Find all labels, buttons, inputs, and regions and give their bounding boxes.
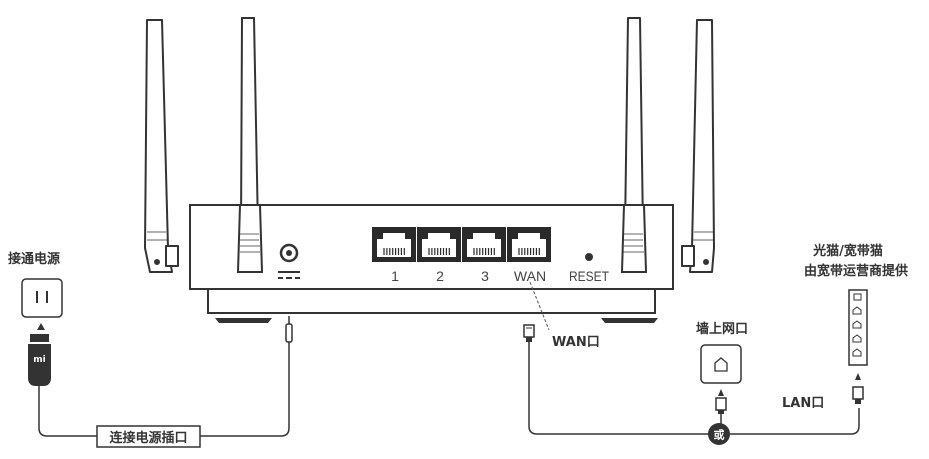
antenna-screw-right	[703, 259, 709, 265]
modem-icon	[848, 289, 868, 366]
ethernet-ports	[372, 227, 551, 262]
modem-label-line2: 由宽带运营商提供	[804, 263, 908, 279]
or-badge: 或	[708, 423, 730, 445]
arrow-up-icon	[37, 323, 45, 330]
wan-cable	[528, 342, 860, 435]
port-label-2: 2	[436, 268, 444, 284]
ethernet-plug-icon-modem	[852, 386, 864, 404]
adapter-logo: mi	[33, 355, 45, 365]
power-cable	[38, 342, 290, 437]
power-plug-icon	[285, 316, 293, 343]
ethernet-port-2[interactable]	[417, 227, 461, 262]
ethernet-port-3[interactable]	[462, 227, 506, 262]
port-label-reset: RESET	[569, 268, 609, 284]
antenna-hinge-left	[165, 245, 179, 267]
router-foot-right	[601, 318, 658, 323]
port-label-wan: WAN	[514, 268, 546, 284]
or-label: 或	[714, 428, 725, 442]
power-label: 接通电源	[8, 251, 60, 267]
modem-label-line1: 光猫/宽带猫	[812, 243, 883, 259]
reset-hole-icon[interactable]	[585, 253, 593, 261]
port-label-3: 3	[481, 268, 489, 284]
power-port-label-box	[96, 425, 201, 448]
wall-outlet-icon	[700, 344, 742, 384]
power-outlet-icon	[21, 278, 63, 318]
ethernet-port-wan[interactable]	[507, 227, 551, 262]
wan-port-label: WAN口	[552, 335, 600, 350]
router-foot-left	[215, 318, 272, 323]
dc-symbol-icon	[278, 271, 300, 279]
home-icon	[714, 357, 728, 372]
power-port-label: 连接电源插口	[109, 430, 187, 446]
router-base	[207, 288, 656, 314]
antenna-right-outer	[689, 19, 715, 273]
antenna-hinge-right	[681, 245, 695, 267]
power-adapter: mi	[28, 334, 51, 386]
ethernet-plug-icon-wall	[715, 397, 727, 414]
antenna-left-outer	[144, 19, 173, 273]
lan-port-label: LAN口	[782, 396, 824, 411]
wall-port-label: 墙上网口	[696, 321, 748, 337]
arrow-up-icon-modem	[855, 373, 861, 380]
arrow-up-icon-wall	[718, 389, 724, 396]
ethernet-plug-icon	[523, 324, 535, 342]
port-label-1: 1	[391, 268, 399, 284]
power-jack-icon[interactable]	[279, 243, 299, 263]
ethernet-port-1[interactable]	[372, 227, 416, 262]
antenna-screw-left	[154, 259, 160, 265]
wan-guide-line	[529, 281, 550, 331]
